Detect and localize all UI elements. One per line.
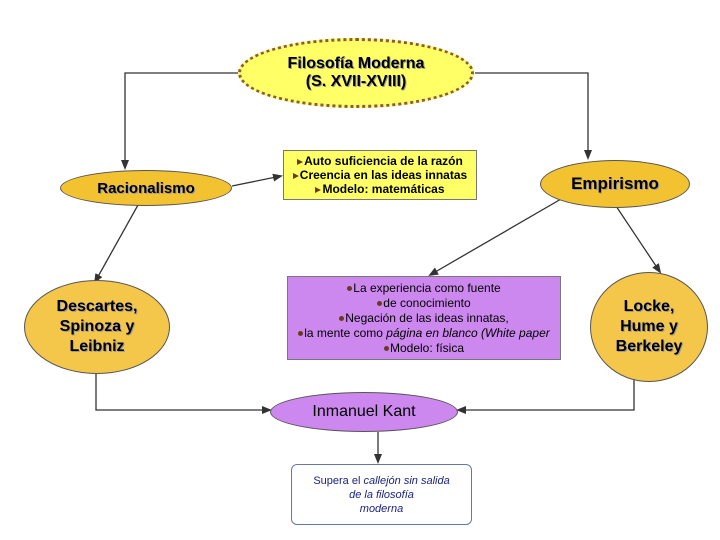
racionalismo-authors-node: Descartes, Spinoza y Leibniz — [24, 280, 170, 374]
empirismo-trait-3: Negación de las ideas innatas, — [339, 311, 509, 326]
empirismo-trait-1: La experiencia como fuente — [347, 281, 501, 296]
empirismo-authors-node: Locke, Hume y Berkeley — [590, 272, 708, 382]
empirismo-trait-4: la mente como página en blanco (White pa… — [298, 326, 550, 341]
kant-note-line-1: Supera el callejón sin salida — [313, 474, 450, 487]
arrow-empirismo-to-authors — [615, 205, 662, 274]
racionalismo-traits-box: Auto suficiencia de la razón Creencia en… — [283, 150, 477, 200]
author-spinoza: Spinoza y — [59, 318, 135, 335]
dot-bullet-icon — [347, 285, 353, 291]
arrow-title-to-empirismo — [475, 72, 592, 160]
author-hume: Hume y — [620, 318, 678, 335]
kant-label: Inmanuel Kant — [312, 403, 416, 420]
racionalismo-label: Racionalismo — [97, 179, 195, 197]
racionalismo-trait-2: Creencia en las ideas innatas — [292, 168, 467, 182]
arrow-empirismo-to-traits — [428, 194, 569, 277]
empirismo-trait-5: Modelo: física — [383, 341, 464, 356]
author-locke: Locke, — [623, 298, 675, 315]
arrow-racionalismo-to-traits — [231, 173, 283, 187]
arrow-bullet-icon — [292, 172, 299, 179]
racionalismo-trait-3: Modelo: matemáticas — [315, 182, 445, 196]
dot-bullet-icon — [298, 330, 304, 336]
author-leibniz: Leibniz — [69, 338, 125, 355]
arrow-bullet-icon — [297, 158, 304, 165]
dot-bullet-icon — [377, 300, 383, 306]
dot-bullet-icon — [383, 345, 389, 351]
author-descartes: Descartes, — [56, 298, 138, 315]
arrow-racionalismo-to-authors — [94, 204, 139, 284]
empirismo-label: Empirismo — [571, 174, 659, 193]
empirismo-node: Empirismo — [540, 160, 690, 208]
empirismo-traits-box: La experiencia como fuente de conocimien… — [287, 276, 561, 360]
title-line-1: Filosofía Moderna — [287, 55, 425, 72]
title-line-2: (S. XVII-XVIII) — [305, 73, 407, 90]
title-node: Filosofía Moderna (S. XVII-XVIII) — [238, 38, 474, 108]
arrow-title-to-racionalismo — [121, 72, 238, 170]
kant-note-box: Supera el callejón sin salida de la filo… — [291, 464, 472, 525]
racionalismo-node: Racionalismo — [60, 170, 232, 206]
empirismo-trait-2: de conocimiento — [377, 296, 471, 311]
dot-bullet-icon — [339, 315, 345, 321]
arrow-bullet-icon — [315, 186, 322, 193]
author-berkeley: Berkeley — [615, 338, 683, 355]
racionalismo-trait-1: Auto suficiencia de la razón — [297, 154, 463, 168]
arrow-descartes-kant — [92, 362, 272, 414]
arrow-locke-kant — [456, 362, 638, 414]
kant-node: Inmanuel Kant — [270, 392, 458, 432]
kant-note-line-3: moderna — [359, 502, 404, 515]
kant-note-line-2: de la filosofía — [349, 488, 414, 501]
